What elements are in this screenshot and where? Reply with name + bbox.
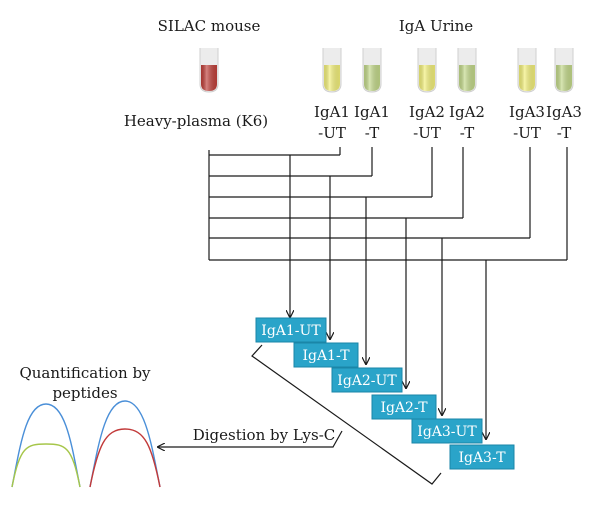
tube-label-iga1-t-line1: IgA1 [354, 103, 390, 121]
tube-label-iga3-ut-line2: -UT [513, 124, 541, 142]
tube-label-iga2-t-line1: IgA2 [449, 103, 485, 121]
sample-box-label: IgA2-T [380, 400, 428, 416]
iga-urine-header: IgA Urine [399, 17, 473, 35]
tube-iga3-t [554, 48, 574, 93]
curve-left-green [11, 443, 81, 488]
digestion-bracket [158, 344, 442, 485]
tube-iga3-ut [517, 48, 537, 93]
curve-right-blue [89, 400, 161, 488]
tube-label-iga2-t-line2: -T [460, 124, 475, 142]
sample-box-iga3-ut: IgA3-UT [411, 418, 483, 444]
sample-box-iga2-ut: IgA2-UT [331, 367, 403, 393]
sample-boxes: IgA1-UT IgA1-T IgA2-UT IgA2-T IgA3-UT IgA3-T [255, 317, 515, 470]
peptide-curves [11, 400, 161, 488]
sample-box-iga2-t: IgA2-T [371, 394, 437, 420]
sample-box-label: IgA1-UT [261, 323, 321, 339]
tube-iga2-t [457, 48, 477, 93]
curve-right-red [89, 428, 161, 488]
tube-labels: IgA1 -UT IgA1 -T IgA2 -UT IgA2 -T IgA3 -… [314, 103, 582, 142]
heavy-plasma-label: Heavy-plasma (K6) [124, 112, 268, 130]
sample-tubes [199, 48, 574, 93]
tube-iga2-ut [417, 48, 437, 93]
tube-heavy [199, 48, 219, 93]
sample-box-iga1-t: IgA1-T [293, 342, 359, 368]
tube-iga1-ut [322, 48, 342, 93]
tube-iga1-t [362, 48, 382, 93]
quant-label-line2: peptides [52, 384, 117, 402]
tube-label-iga2-ut-line1: IgA2 [409, 103, 445, 121]
tube-label-iga3-t-line2: -T [557, 124, 572, 142]
digestion-arrow [158, 430, 343, 447]
sample-box-iga3-t: IgA3-T [449, 444, 515, 470]
tube-label-iga3-t-line1: IgA3 [546, 103, 582, 121]
sample-box-label: IgA1-T [302, 348, 350, 364]
mixing-connectors [208, 147, 568, 439]
sample-box-iga1-ut: IgA1-UT [255, 317, 327, 343]
tube-label-iga1-t-line2: -T [365, 124, 380, 142]
digestion-label: Digestion by Lys-C [193, 426, 336, 444]
tube-label-iga3-ut-line1: IgA3 [509, 103, 545, 121]
curve-left-blue [11, 403, 81, 488]
sample-box-label: IgA2-UT [337, 373, 397, 389]
tube-label-iga1-ut-line2: -UT [318, 124, 346, 142]
bracket-line [251, 344, 442, 485]
quant-label-line1: Quantification by [19, 364, 151, 382]
silac-mouse-header: SILAC mouse [158, 17, 261, 35]
tube-label-iga1-ut-line1: IgA1 [314, 103, 350, 121]
sample-box-label: IgA3-T [458, 450, 506, 466]
sample-box-label: IgA3-UT [417, 424, 477, 440]
tube-label-iga2-ut-line2: -UT [413, 124, 441, 142]
